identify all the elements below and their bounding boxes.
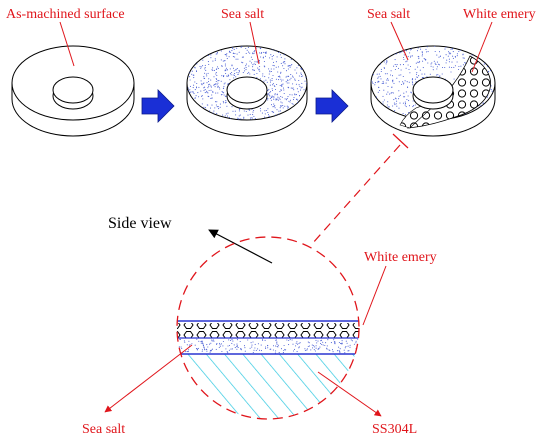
white-emery-layer — [177, 322, 359, 338]
label-sea-salt-1: Sea salt — [221, 7, 264, 22]
zoom-link-line — [311, 144, 401, 245]
label-white-emery-top: White emery — [463, 7, 536, 22]
label-white-emery-side: White emery — [364, 250, 437, 265]
pointer-white-emery-top — [471, 21, 493, 73]
label-as-machined: As-machined surface — [6, 7, 125, 22]
arrow-icon — [208, 229, 273, 264]
label-side-view: Side view — [108, 215, 172, 232]
ring-sea-salt — [186, 45, 308, 137]
ring-as-machined — [11, 45, 135, 137]
zoom-link-tick — [392, 133, 409, 149]
right-arrow-icon — [141, 89, 175, 123]
ring-sea-salt-white-emery — [370, 45, 496, 137]
label-substrate: SS304L — [372, 422, 417, 437]
pointer-sea-salt-side — [104, 344, 193, 413]
pointer-as-machined — [59, 21, 75, 67]
substrate-hatch — [177, 354, 359, 419]
pointer-white-emery-side — [362, 265, 387, 326]
pointer-sea-salt-2 — [390, 21, 409, 61]
pointer-sea-salt-1 — [249, 21, 260, 65]
sea-salt-layer-lower-speckle — [177, 338, 359, 354]
right-arrow-icon-2 — [315, 89, 349, 123]
label-sea-salt-side: Sea salt — [82, 422, 125, 437]
pointer-substrate — [317, 371, 382, 417]
side-view-zoom — [176, 236, 360, 420]
label-sea-salt-2: Sea salt — [367, 7, 410, 22]
